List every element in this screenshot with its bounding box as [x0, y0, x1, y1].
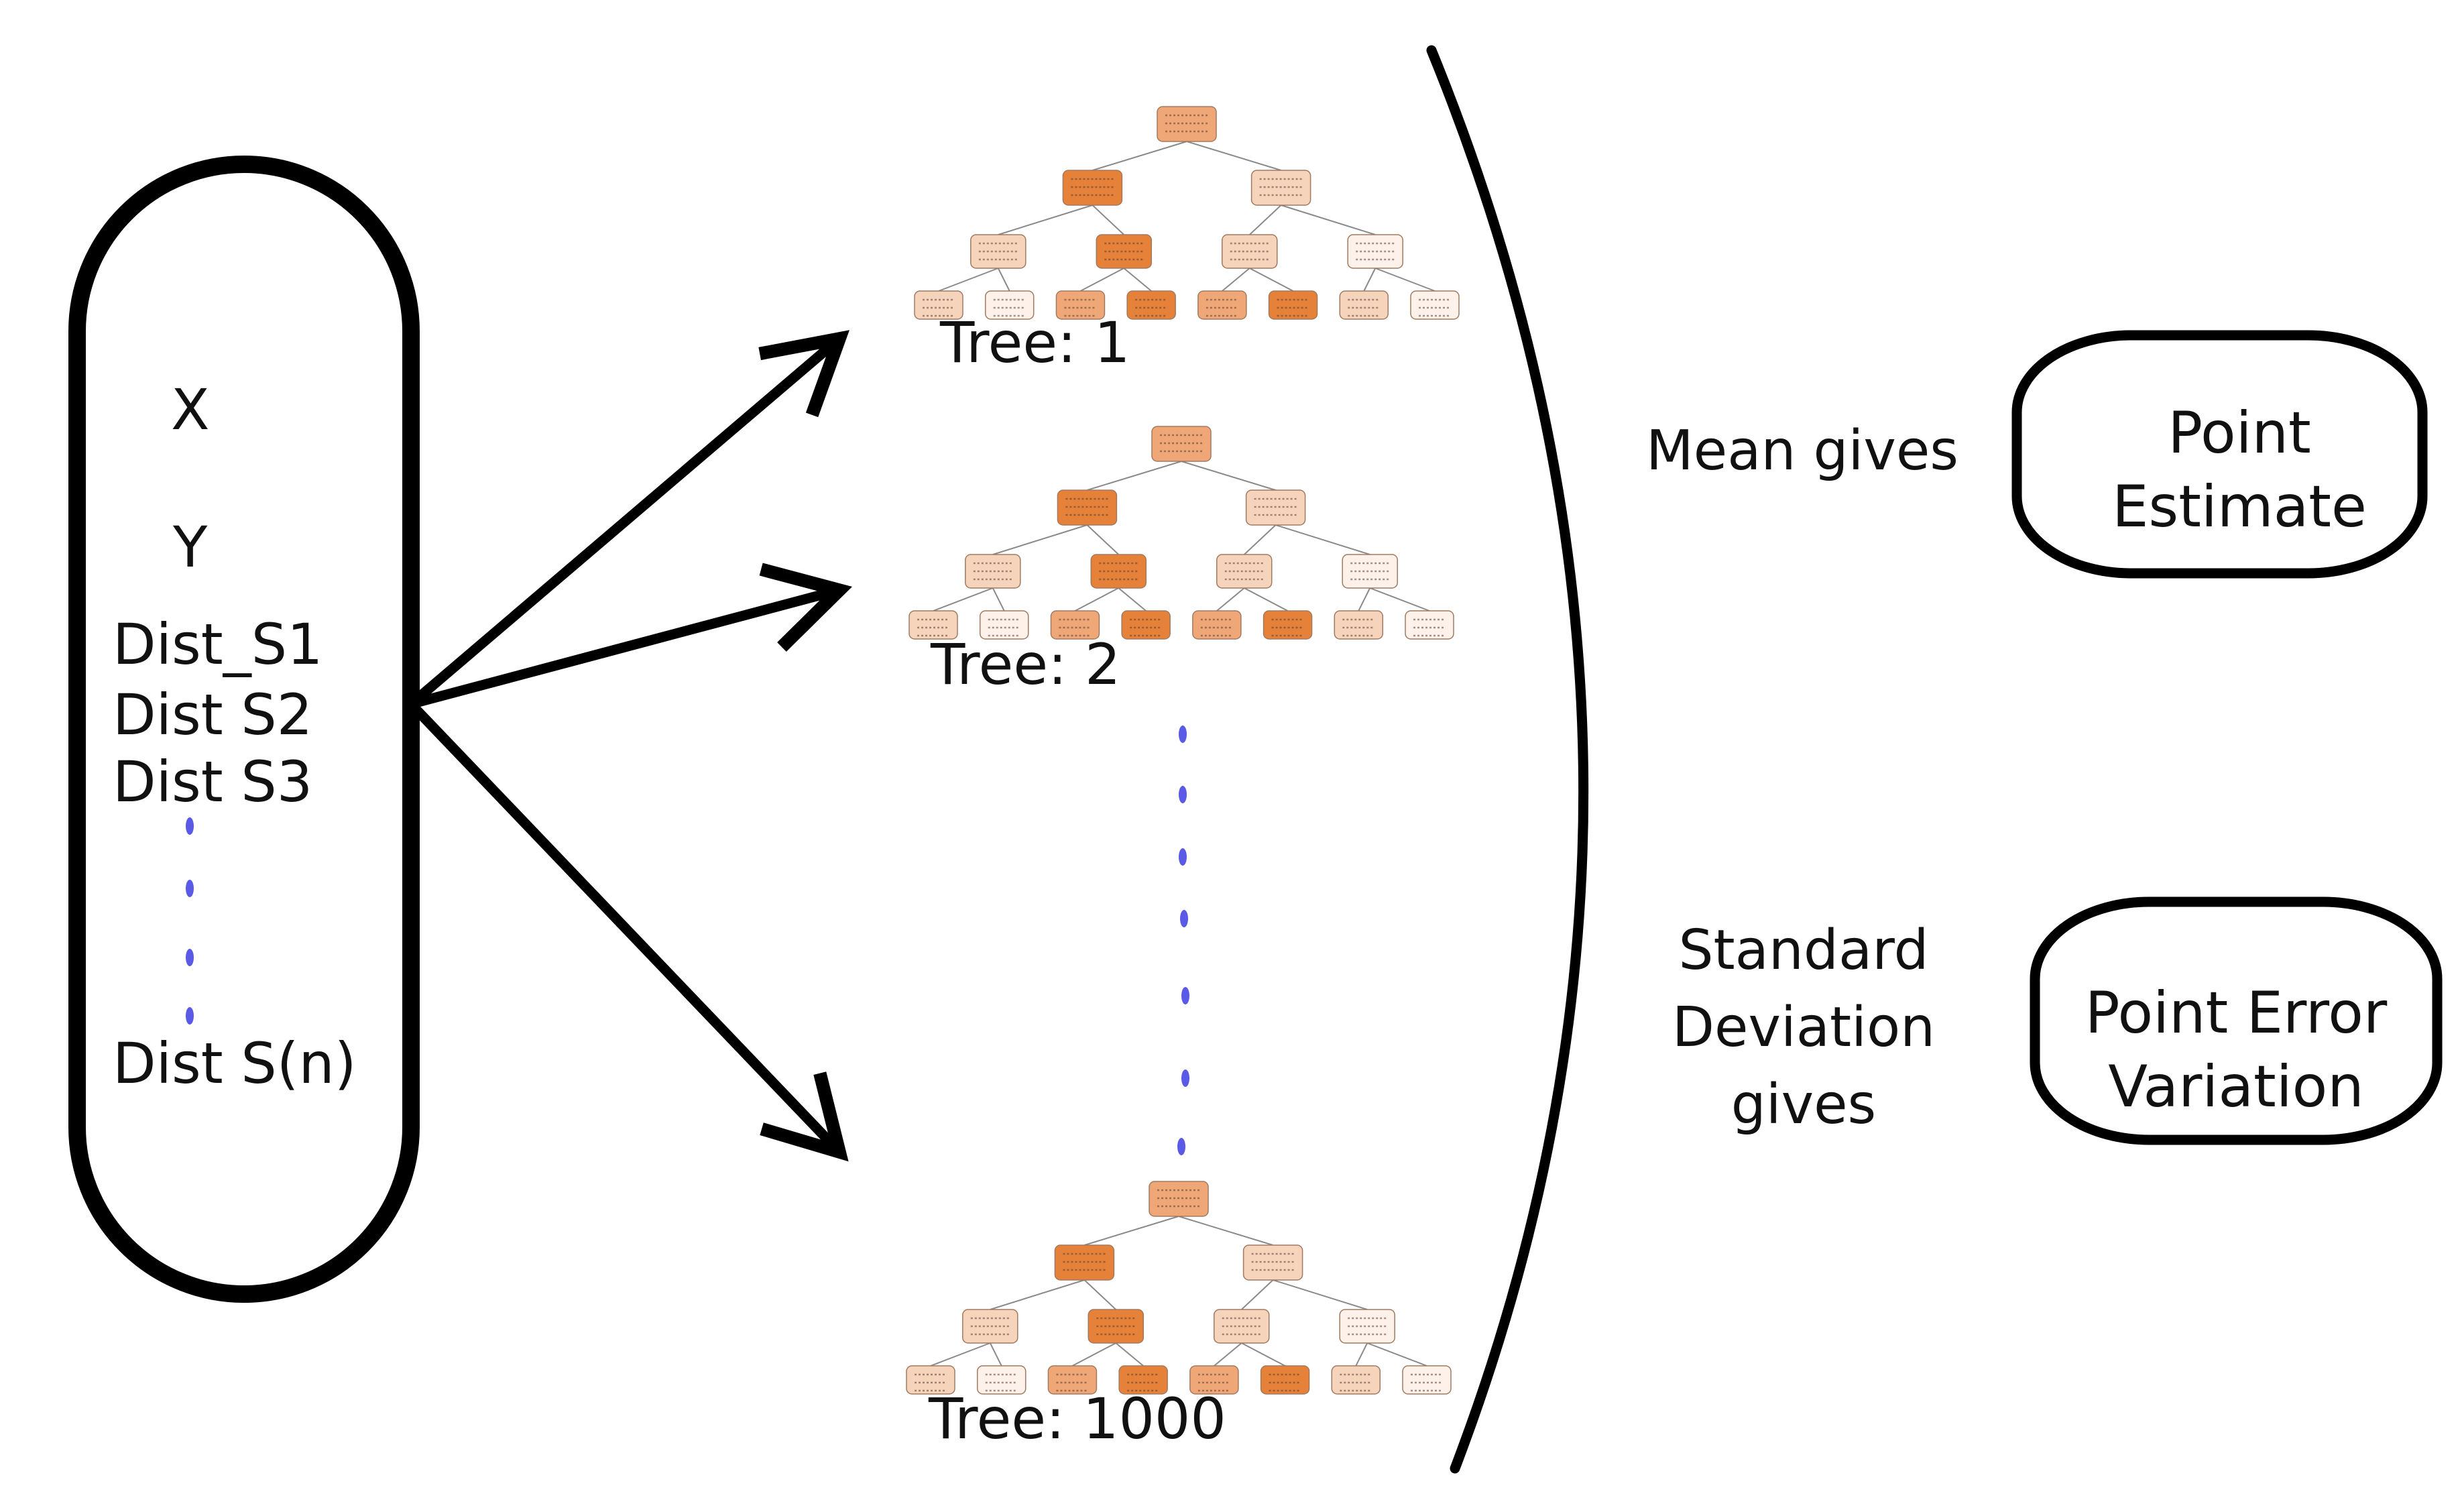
tree-2-node — [1050, 610, 1100, 640]
tree-1000-edge — [990, 1279, 1085, 1310]
tree-1000-edge — [1084, 1216, 1179, 1246]
tree-1000-edge — [1115, 1342, 1144, 1366]
tree-ellipsis-dots — [1177, 725, 1189, 1155]
point-estimate-line1: Point — [2168, 400, 2311, 467]
tree-1-node — [1055, 290, 1106, 320]
tree-1000-edge — [1366, 1342, 1427, 1366]
tree-2-edge — [1244, 524, 1277, 555]
point-error-line1: Point Error — [2085, 980, 2388, 1047]
tree-1000-edge — [1083, 1279, 1116, 1310]
tree-2-edge — [992, 524, 1088, 555]
tree-1-node — [1126, 290, 1176, 320]
tree-1-node — [1339, 290, 1389, 320]
tree-1000-edge — [989, 1342, 1002, 1366]
tree-2-node — [1263, 610, 1313, 640]
tree-2-edge — [1074, 587, 1119, 612]
tree-2-node — [1405, 610, 1454, 640]
tree-1000-edge — [1273, 1279, 1368, 1310]
tree-2-edge — [1275, 524, 1370, 555]
tree-1-node — [984, 290, 1035, 320]
sd-label-line2: Deviation — [1672, 996, 1935, 1059]
tree-1-edge — [1281, 205, 1376, 235]
distribution-arrows — [406, 330, 852, 1162]
tree-1000-node — [1260, 1365, 1310, 1395]
feature-x-label: X — [171, 377, 210, 443]
tree-1-node — [1268, 290, 1318, 320]
arrow-to-tree-2 — [406, 563, 852, 709]
feature-ellipsis-dots — [186, 817, 194, 1025]
point-error-line2: Variation — [2108, 1053, 2364, 1120]
tree-2-label: Tree: 2 — [930, 632, 1120, 697]
tree-1-edge — [1249, 205, 1282, 235]
tree-1000-node — [976, 1365, 1027, 1395]
tree-1-node — [1197, 290, 1247, 320]
tree-1-edge — [998, 205, 1093, 235]
tree-1000-edge — [1178, 1216, 1273, 1246]
sd-label-line3: gives — [1731, 1073, 1877, 1137]
tree-2-edge — [933, 587, 994, 612]
tree-2-node — [1192, 610, 1242, 640]
mean-gives-label: Mean gives — [1646, 419, 1958, 483]
tree-2-edge — [1358, 587, 1371, 612]
tree-1000-node — [1118, 1365, 1168, 1395]
tree-2-edge — [1087, 461, 1182, 491]
tree-2-node — [909, 610, 958, 640]
tree-1000-label: Tree: 1000 — [928, 1386, 1226, 1452]
tree-2-edge — [1118, 587, 1147, 612]
tree-1000-edge — [930, 1342, 991, 1366]
tree-1-graphic — [914, 106, 1460, 320]
tree-2-node — [1121, 610, 1171, 640]
tree-1-edge — [1222, 268, 1250, 292]
point-error-variation-box — [2030, 896, 2443, 1145]
tree-1-edge — [1249, 268, 1294, 292]
tree-1000-edge — [1071, 1342, 1116, 1366]
tree-1000-graphic — [906, 1181, 1452, 1395]
feature-capsule — [68, 156, 420, 1303]
tree-1-edge — [997, 268, 1010, 292]
tree-1000-edge — [1241, 1342, 1286, 1366]
feature-y-label: Y — [172, 514, 208, 580]
tree-1-label: Tree: 1 — [939, 310, 1130, 375]
feature-dist-s3-label: Dist S3 — [113, 749, 312, 815]
tree-1000-node — [1047, 1365, 1098, 1395]
tree-1-edge — [1079, 268, 1124, 292]
point-estimate-box — [2011, 330, 2428, 579]
tree-2-edge — [1216, 587, 1245, 612]
tree-1000-node — [1189, 1365, 1239, 1395]
tree-1000-edge — [1241, 1279, 1274, 1310]
arrow-to-tree-1 — [406, 330, 850, 709]
tree-2-node — [1334, 610, 1384, 640]
tree-1-node — [1410, 290, 1460, 320]
tree-2-edge — [992, 587, 1005, 612]
tree-1-edge — [1092, 205, 1124, 235]
tree-1-node — [914, 290, 963, 320]
tree-1000-edge — [1214, 1342, 1242, 1366]
feature-dist-s2-label: Dist S2 — [113, 682, 312, 748]
tree-2-edge — [1086, 524, 1119, 555]
arrow-to-tree-1000 — [406, 699, 849, 1162]
tree-1-edge — [1363, 268, 1377, 292]
point-estimate-line2: Estimate — [2112, 473, 2367, 540]
tree-2-edge — [1244, 587, 1289, 612]
sd-label-line1: Standard — [1678, 919, 1928, 982]
tree-1000-edge — [1355, 1342, 1368, 1366]
aggregation-bracket — [1426, 45, 1589, 1474]
tree-1-edge — [938, 268, 999, 292]
tree-1000-node — [906, 1365, 955, 1395]
tree-2-edge — [1369, 587, 1430, 612]
tree-1-edge — [1092, 141, 1187, 171]
tree-1-edge — [1123, 268, 1152, 292]
feature-dist-s1-label: Dist_S1 — [113, 612, 323, 677]
tree-2-node — [979, 610, 1029, 640]
tree-1000-node — [1331, 1365, 1381, 1395]
tree-1-edge — [1374, 268, 1436, 292]
tree-1-edge — [1186, 141, 1281, 171]
tree-2-graphic — [909, 426, 1454, 640]
feature-dist-sn-label: Dist S(n) — [113, 1031, 357, 1096]
tree-2-edge — [1181, 461, 1276, 491]
tree-1000-node — [1402, 1365, 1452, 1395]
